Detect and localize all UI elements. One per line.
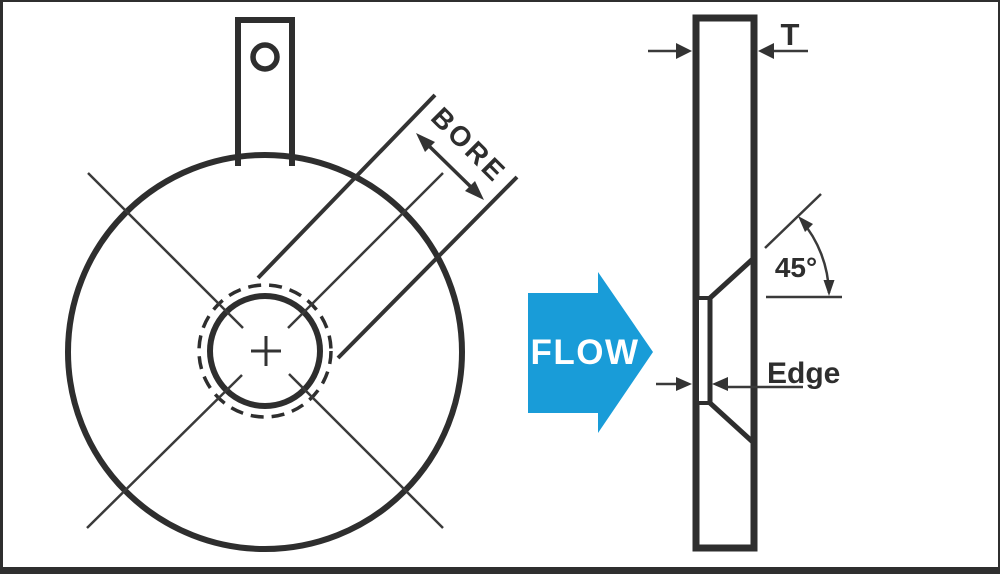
- arrowhead-icon: [712, 377, 728, 391]
- centerline: [86, 374, 243, 529]
- bevel-line: [708, 401, 757, 446]
- canvas-background: [3, 2, 998, 567]
- bore-extension-line: [256, 93, 437, 280]
- centerline: [287, 172, 444, 329]
- bevel-angle-label: 45°: [775, 252, 817, 283]
- bevel-line: [708, 255, 757, 300]
- flow-label: FLOW: [530, 333, 639, 372]
- front-view: BORE: [65, 17, 519, 552]
- bore-chamfer-dashed-circle: [197, 283, 333, 419]
- flow-arrow-icon: [528, 272, 653, 433]
- edge-label: Edge: [767, 357, 840, 390]
- side-view: T 45° Edge: [648, 14, 842, 552]
- bore-opening: [699, 257, 754, 444]
- arrowhead-icon: [676, 43, 692, 59]
- bore-extension-line: [336, 175, 519, 360]
- handle-hole: [250, 42, 280, 72]
- flow-indicator: FLOW: [528, 272, 653, 433]
- bevel-angle-reference-line: [764, 193, 822, 249]
- arrowhead-icon: [416, 133, 435, 152]
- thickness-label: T: [781, 17, 800, 52]
- centerline: [288, 373, 444, 529]
- arrowhead-icon: [676, 377, 692, 391]
- arrowhead-icon: [798, 216, 813, 232]
- arrowhead-icon: [758, 43, 774, 59]
- handle-tab: [235, 17, 295, 166]
- plate-disc: [65, 152, 465, 552]
- arrowhead-icon: [823, 280, 835, 296]
- bore-hole: [207, 293, 323, 409]
- bore-dimension-arrow: [426, 143, 474, 190]
- arrowhead-icon: [465, 181, 484, 200]
- centerline: [87, 172, 244, 329]
